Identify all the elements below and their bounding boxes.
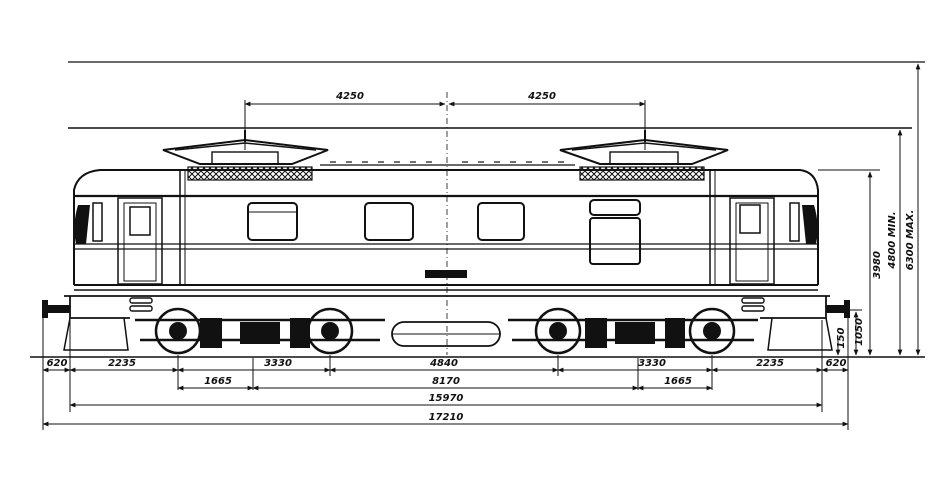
cab-left xyxy=(74,197,163,285)
dim-bogie-centre-gap: 4840 xyxy=(429,358,458,369)
cab-right xyxy=(729,197,818,285)
buffer-right xyxy=(826,300,850,318)
dim-height-min: 4800 MIN. xyxy=(887,211,898,269)
roof-grille-left xyxy=(187,166,313,181)
dim-wheelbase-left: 3330 xyxy=(264,358,292,369)
dim-buffer-height: 1050 xyxy=(854,318,865,346)
roof-grille-right xyxy=(579,166,705,181)
dim-height-3980: 3980 xyxy=(872,251,883,279)
dim-wheelbase-right: 3330 xyxy=(638,358,666,369)
dim-length-over-buffers: 17210 xyxy=(429,412,464,423)
dim-half-wheelbase-left: 1665 xyxy=(204,376,232,387)
horizontal-dimension-lines xyxy=(42,300,849,430)
vertical-dimensions xyxy=(818,63,921,356)
pantograph-spacing-dimension: 4250 4250 xyxy=(244,91,646,355)
bogie-left xyxy=(135,307,385,355)
dim-height-max: 6300 MAX. xyxy=(905,210,916,271)
dim-rail-offset: 150 xyxy=(836,328,847,349)
locomotive-body xyxy=(73,169,819,291)
underframe xyxy=(63,295,833,351)
roof-vents xyxy=(320,161,575,166)
buffer-left xyxy=(42,300,70,318)
bogie-right xyxy=(508,307,758,355)
dim-end-left: 620 xyxy=(47,358,68,369)
dim-half-wheelbase-right: 1665 xyxy=(664,376,692,387)
pantograph-left xyxy=(162,130,329,165)
dim-pantograph-right: 4250 xyxy=(527,91,556,102)
dim-overhang-left: 2235 xyxy=(108,358,136,369)
side-windows xyxy=(247,199,641,278)
dim-length-body: 15970 xyxy=(429,393,464,404)
overhead-lines xyxy=(30,61,925,358)
dim-overhang-right: 2235 xyxy=(756,358,784,369)
dim-bogie-pivot-distance: 8170 xyxy=(432,376,460,387)
pantograph-right xyxy=(559,130,729,165)
dim-pantograph-left: 4250 xyxy=(335,91,364,102)
dim-end-right: 620 xyxy=(826,358,847,369)
